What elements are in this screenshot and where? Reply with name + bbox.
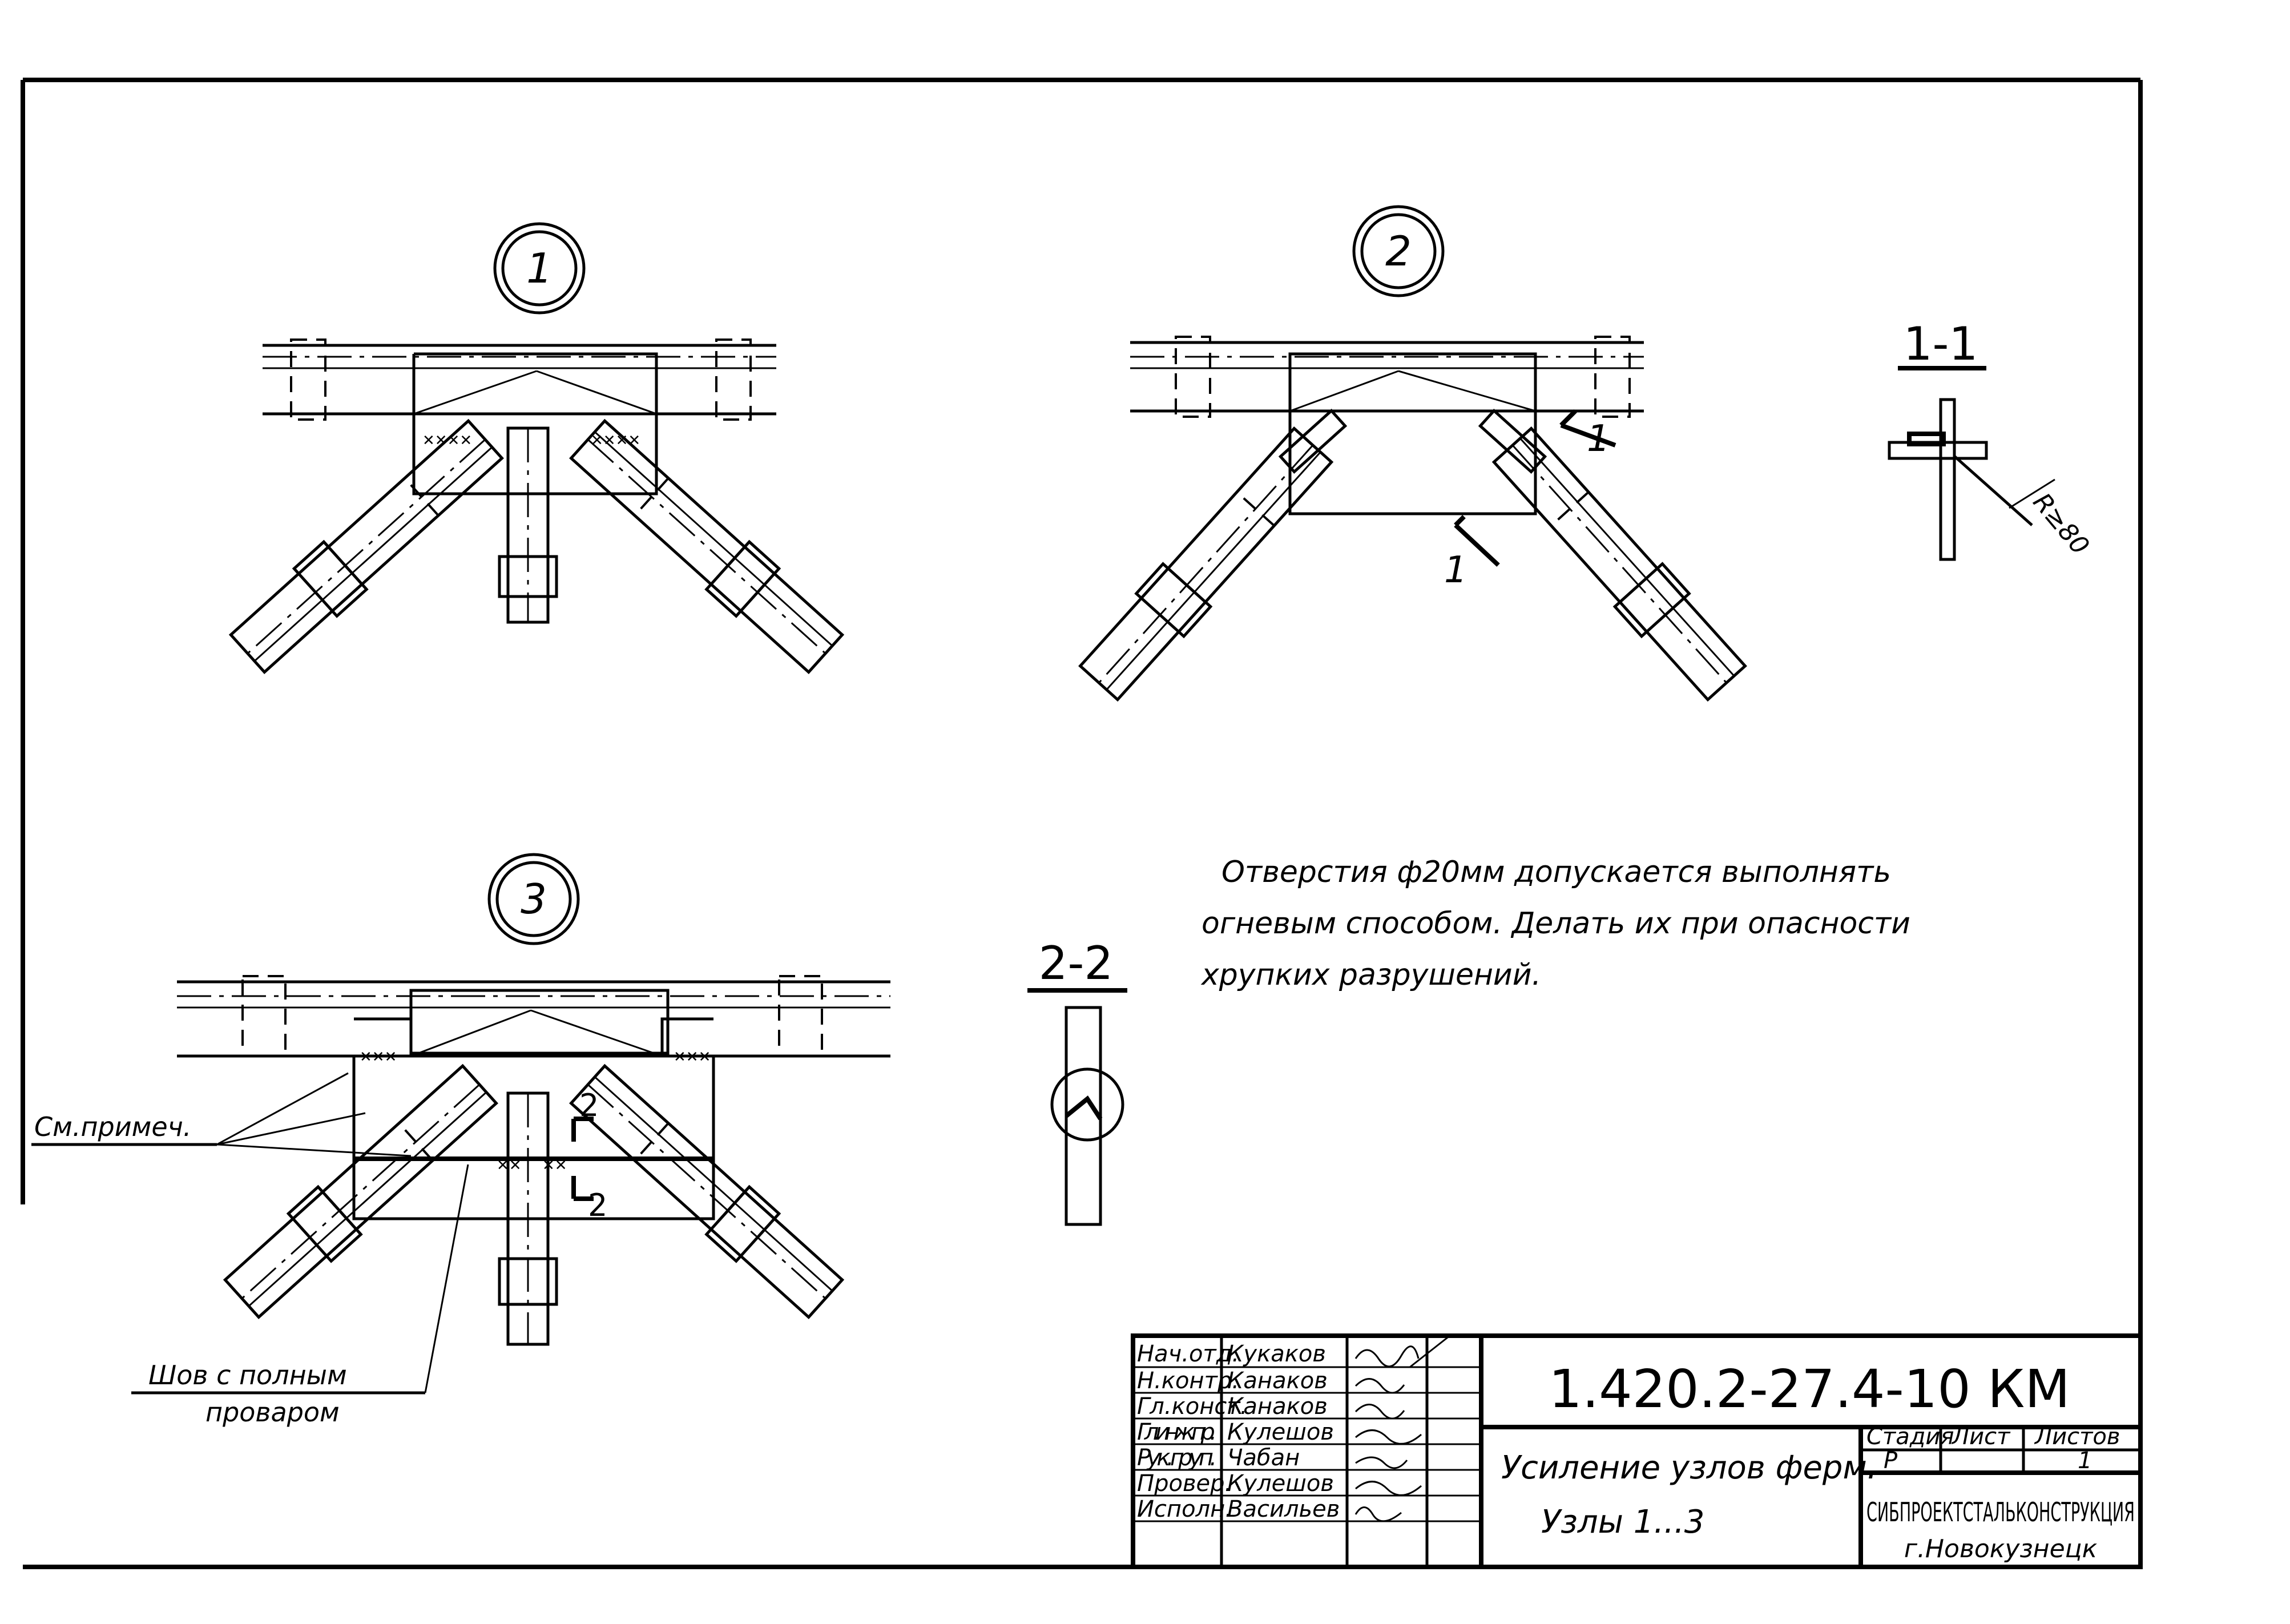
staff-row: Рук.груп. Чабан bbox=[1137, 1445, 1300, 1471]
section-2-2-title: 2-2 bbox=[1039, 937, 1114, 990]
staff-role: Гл.конст. bbox=[1137, 1393, 1247, 1420]
staff-role: Исполн. bbox=[1137, 1496, 1232, 1522]
callout-weld-line2: проваром bbox=[205, 1397, 340, 1428]
svg-text:✕✕✕✕: ✕✕✕✕ bbox=[591, 432, 640, 449]
note-line3: хрупких разрушений. bbox=[1200, 958, 1541, 992]
note-line2: огневым способом. Делать их при опасност… bbox=[1202, 906, 1910, 941]
section-mark-2-top: 2 bbox=[579, 1087, 599, 1123]
staff-role: Гл.инж.пр. bbox=[1137, 1419, 1217, 1445]
staff-name: Васильев bbox=[1227, 1496, 1340, 1522]
svg-text:✕✕✕: ✕✕✕ bbox=[360, 1049, 397, 1066]
title-block: Нач.отд. Кукаков Н.контр. Канаков Гл.кон… bbox=[1131, 1333, 2143, 1569]
callout-see-note: См.примеч. bbox=[31, 1072, 412, 1157]
note-line1: Отверстия ф20мм допускается выполнять bbox=[1221, 855, 1891, 889]
node-1-label: 1 bbox=[526, 244, 553, 292]
staff-row: Нач.отд. Кукаков bbox=[1137, 1341, 1326, 1367]
signature-marks bbox=[1354, 1335, 1450, 1522]
sheets-header: Листов bbox=[2034, 1424, 2120, 1450]
staff-row: Гл.инж.пр. Кулешов bbox=[1137, 1419, 1334, 1445]
section-mark-2-bottom: 2 bbox=[588, 1187, 607, 1223]
staff-name: Кулешов bbox=[1227, 1419, 1334, 1445]
staff-row: Исполн. Васильев bbox=[1137, 1496, 1340, 1522]
node-2-label: 2 bbox=[1385, 227, 1412, 275]
staff-name: Канаков bbox=[1227, 1368, 1328, 1394]
node-1-detail: 1 ✕✕✕✕ ✕✕✕✕ bbox=[226, 222, 846, 677]
sheet-frame bbox=[21, 78, 2143, 1569]
drawing-title-line1: Усиление узлов ферм. bbox=[1501, 1449, 1877, 1486]
callout-see-note-text: См.примеч. bbox=[34, 1111, 191, 1142]
staff-role: Рук.груп. bbox=[1137, 1445, 1217, 1471]
document-code: 1.420.2-27.4-10 КМ bbox=[1549, 1359, 2070, 1420]
svg-text:✕✕: ✕✕ bbox=[497, 1157, 522, 1174]
stage-header: Стадия bbox=[1866, 1424, 1954, 1450]
drawing-title-line2: Узлы 1...3 bbox=[1541, 1504, 1704, 1541]
sheet-header: Лист bbox=[1951, 1424, 2011, 1450]
stage-value: Р bbox=[1884, 1448, 1898, 1474]
staff-name: Канаков bbox=[1227, 1393, 1328, 1420]
staff-row: Провер. Кулешов bbox=[1137, 1470, 1334, 1497]
svg-text:✕✕: ✕✕ bbox=[542, 1157, 567, 1174]
svg-text:✕✕✕✕: ✕✕✕✕ bbox=[422, 432, 472, 449]
node-2-detail: 2 1 1 bbox=[1075, 205, 1751, 704]
organization-name: СИБПРОЕКТСТАЛЬКОНСТРУКЦИЯ bbox=[1866, 1497, 2135, 1528]
staff-role: Н.контр. bbox=[1137, 1368, 1239, 1394]
staff-row: Гл.конст. Канаков bbox=[1137, 1393, 1328, 1420]
callout-weld-line1: Шов с полным bbox=[148, 1360, 347, 1391]
staff-role: Провер. bbox=[1137, 1470, 1232, 1497]
node-3-label: 3 bbox=[521, 875, 547, 923]
svg-text:✕✕✕: ✕✕✕ bbox=[674, 1049, 711, 1066]
staff-row: Н.контр. Канаков bbox=[1137, 1368, 1328, 1394]
staff-name: Кулешов bbox=[1227, 1470, 1334, 1497]
organization-city: г.Новокузнецк bbox=[1904, 1534, 2098, 1563]
section-2-2: 2-2 bbox=[1027, 937, 1127, 1226]
staff-name: Чабан bbox=[1227, 1445, 1300, 1471]
sheets-value: 1 bbox=[2078, 1448, 2092, 1474]
section-1-1: 1-1 R≥80 bbox=[1888, 317, 2095, 561]
general-note: Отверстия ф20мм допускается выполнять ог… bbox=[1200, 855, 1910, 992]
section-mark-1-bottom: 1 bbox=[1444, 549, 1467, 591]
staff-name: Кукаков bbox=[1227, 1341, 1326, 1367]
node-3-detail: 3 ✕✕✕ ✕✕✕ ✕✕ ✕✕ 2 2 bbox=[177, 853, 890, 1346]
staff-role: Нач.отд. bbox=[1137, 1341, 1239, 1367]
section-mark-1-top: 1 bbox=[1587, 418, 1610, 460]
section-1-1-radius: R≥80 bbox=[2027, 487, 2095, 560]
callout-full-penetration-weld: Шов с полным проваром bbox=[131, 1164, 469, 1428]
section-1-1-title: 1-1 bbox=[1904, 317, 1978, 370]
